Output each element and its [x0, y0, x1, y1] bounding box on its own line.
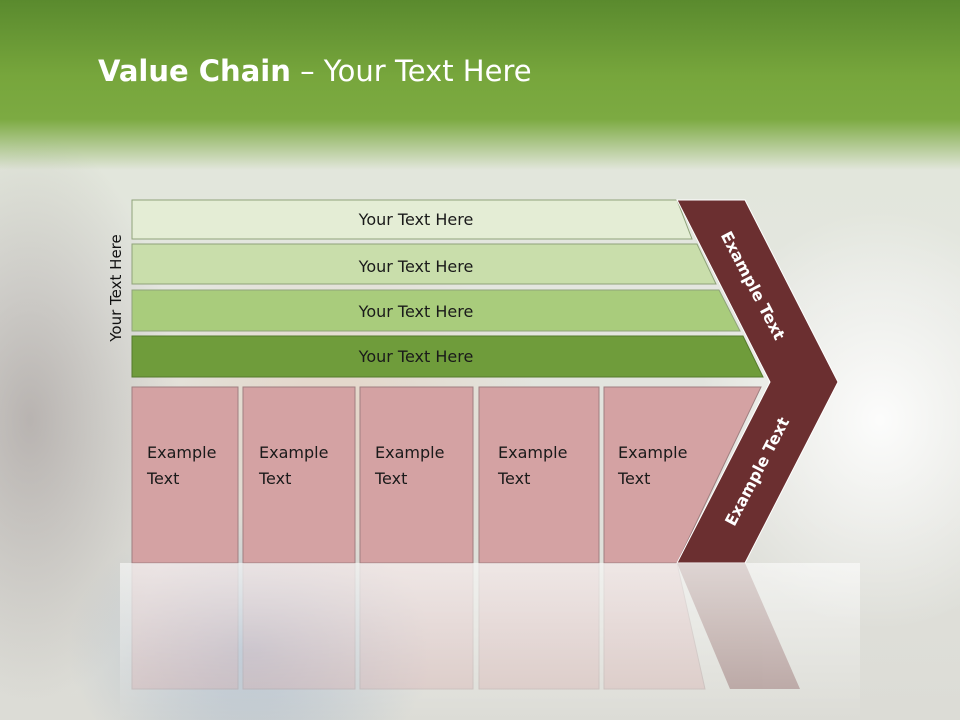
reflection-fade: [120, 563, 860, 720]
row-1: Your Text Here: [131, 199, 693, 240]
box-3: Example Text: [359, 386, 474, 564]
row-2: Your Text Here: [131, 243, 717, 285]
row-2-shape: [131, 243, 717, 285]
row-1-shape: [131, 199, 693, 240]
box-4-line1: Example: [498, 443, 567, 462]
box-1-line1: Example: [147, 443, 216, 462]
row-3-label: Your Text Here: [358, 302, 474, 321]
box-5-line1: Example: [618, 443, 687, 462]
row-4-shape: [131, 335, 764, 378]
box-1-line2: Text: [146, 469, 179, 488]
box-4: Example Text: [478, 386, 600, 564]
box-3-shape: [359, 386, 474, 564]
box-3-line1: Example: [375, 443, 444, 462]
box-5: Example Text: [603, 386, 762, 564]
slide-title: Value Chain – Your Text Here: [98, 54, 532, 88]
box-3-line2: Text: [374, 469, 407, 488]
box-1: Example Text: [131, 386, 239, 564]
box-4-line2: Text: [497, 469, 530, 488]
title-rest: – Your Text Here: [290, 54, 532, 88]
box-2-shape: [242, 386, 356, 564]
box-2-line2: Text: [258, 469, 291, 488]
row-4-label: Your Text Here: [358, 347, 474, 366]
row-3-shape: [131, 289, 741, 332]
row-4: Your Text Here: [131, 335, 764, 378]
box-2-line1: Example: [259, 443, 328, 462]
title-bold: Value Chain: [98, 54, 291, 88]
box-1-shape: [131, 386, 239, 564]
header-band: [0, 0, 960, 170]
box-5-line2: Text: [617, 469, 650, 488]
row-1-label: Your Text Here: [358, 210, 474, 229]
row-3: Your Text Here: [131, 289, 741, 332]
row-2-label: Your Text Here: [358, 257, 474, 276]
box-4-shape: [478, 386, 600, 564]
box-2: Example Text: [242, 386, 356, 564]
